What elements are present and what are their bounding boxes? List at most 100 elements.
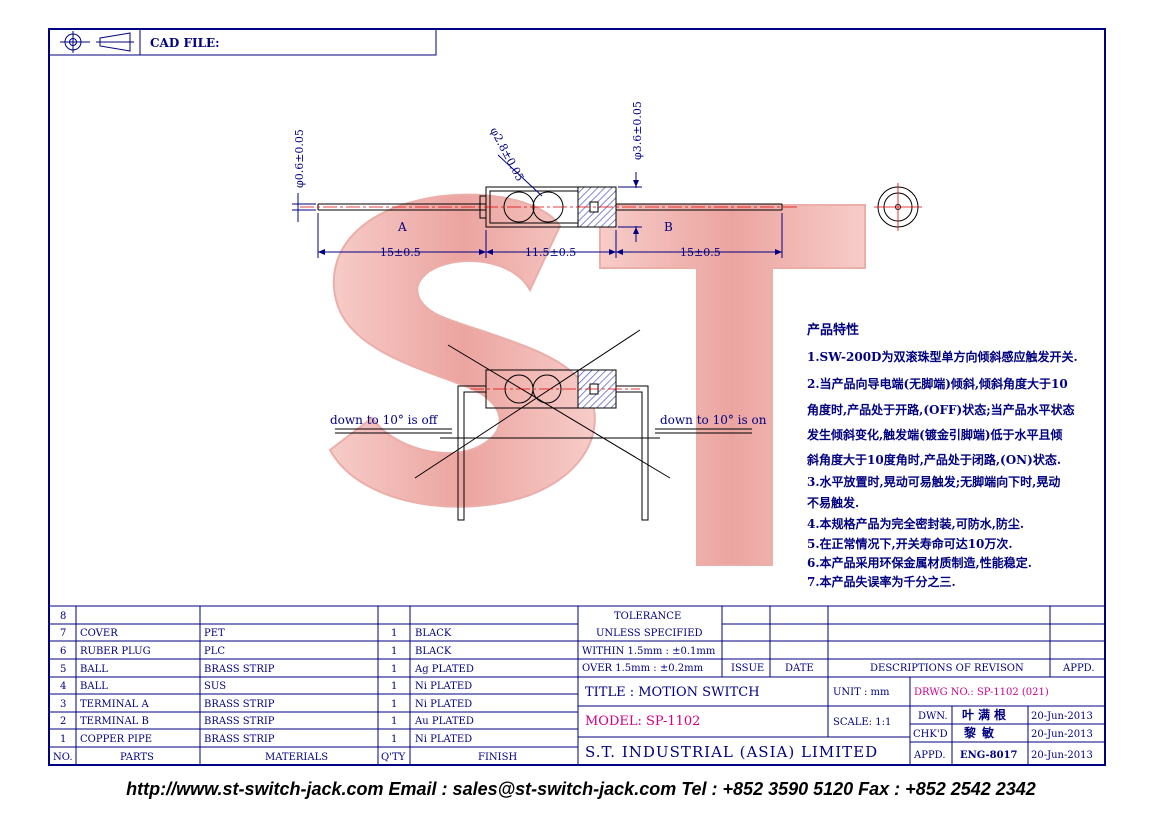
features-title: 产品特性 (807, 322, 859, 338)
dim-lead-b-length: 15±0.5 (680, 246, 721, 259)
dim-pin-diameter: φ0.6±0.05 (293, 129, 306, 188)
dimension-lines (292, 154, 783, 258)
bom-material: PLC (204, 646, 225, 657)
appd-date: 20-Jun-2013 (1031, 750, 1093, 761)
feature-line: 2.当产品向导电端(无脚端)倾斜,倾斜角度大于10 (807, 376, 1068, 391)
tolerance-revision-block: TOLERANCE UNLESS SPECIFIED WITHIN 1.5mm … (578, 606, 1105, 678)
bom-finish: Ni PLATED (415, 699, 472, 710)
bom-qty: 1 (391, 699, 397, 710)
dim-lead-a-length: 15±0.5 (380, 246, 421, 259)
dwn-label: DWN. (918, 711, 948, 722)
feature-line: 1.SW-200D为双滚珠型单方向倾斜感应触发开关. (807, 349, 1078, 364)
bom-no: 6 (60, 646, 66, 657)
feature-line: 4.本规格产品为完全密封装,可防水,防尘. (807, 516, 1024, 531)
st-watermark: ST (328, 193, 866, 566)
bom-qty: 1 (391, 664, 397, 675)
feature-line: 角度时,产品处于开路,(OFF)状态;当产品水平状态 (807, 402, 1075, 417)
bom-finish: Ni PLATED (415, 681, 472, 692)
feature-line: 6.本产品采用环保金属材质制造,性能稳定. (807, 555, 1032, 570)
tilt-on-label: down to 10° is on (660, 413, 767, 427)
bom-part: BALL (80, 681, 108, 692)
bom-part: RUBER PLUG (80, 646, 151, 657)
bom-header-no: NO. (53, 752, 73, 763)
drawing-number: DRWG NO.: SP-1102 (021) (914, 687, 1049, 698)
bom-finish: BLACK (415, 628, 452, 639)
end-b-label: B (664, 220, 673, 234)
dim-inner-diameter: φ2.8±0.05 (487, 125, 526, 183)
chkd-name: 黎敏 (964, 725, 1000, 740)
feature-line: 7.本产品失误率为千分之三. (807, 574, 956, 589)
bom-finish: Ag PLATED (414, 664, 474, 675)
bom-qty: 1 (391, 646, 397, 657)
tolerance-within: WITHIN 1.5mm : ±0.1mm (582, 646, 716, 657)
feature-line: 发生倾斜变化,触发端(镀金引脚端)低于水平且倾 (806, 427, 1063, 442)
cad-file-label: CAD FILE: (150, 36, 220, 50)
tolerance-subtitle: UNLESS SPECIFIED (596, 628, 703, 639)
scale-label: SCALE: 1:1 (833, 717, 891, 728)
bom-qty: 1 (391, 734, 397, 745)
chkd-label: CHK'D (913, 729, 948, 740)
contact-footer: http://www.st-switch-jack.com Email : sa… (126, 779, 1036, 799)
bom-material: BRASS STRIP (204, 699, 275, 710)
title-block: TITLE : MOTION SWITCH UNIT : mm DRWG NO.… (578, 677, 1105, 765)
projection-symbol-icon (60, 31, 134, 53)
bom-header-finish: FINISH (478, 752, 517, 763)
bom-finish: Ni PLATED (415, 734, 472, 745)
bom-material: BRASS STRIP (204, 716, 275, 727)
bom-no: 7 (60, 628, 66, 639)
bom-qty: 1 (391, 681, 397, 692)
bom-material: SUS (204, 681, 226, 692)
company-name: S.T. INDUSTRIAL (ASIA) LIMITED (585, 743, 878, 761)
header-box: CAD FILE: (48, 28, 437, 56)
chkd-date: 20-Jun-2013 (1031, 729, 1093, 740)
bom-header-parts: PARTS (120, 752, 154, 763)
feature-line: 3.水平放置时,晃动可易触发;无脚端向下时,晃动 (807, 474, 1060, 489)
unit-label: UNIT : mm (833, 687, 890, 698)
bom-material: BRASS STRIP (204, 734, 275, 745)
rev-descriptions-header: DESCRIPTIONS OF REVISON (870, 663, 1024, 674)
bom-no: 3 (60, 699, 66, 710)
feature-line: 斜角度大于10度角时,产品处于闭路,(ON)状态. (806, 452, 1061, 467)
rev-date-header: DATE (785, 663, 814, 674)
bom-part: TERMINAL A (80, 699, 149, 710)
bom-no: 2 (60, 716, 66, 727)
bom-finish: BLACK (415, 646, 452, 657)
dim-body-length: 11.5±0.5 (525, 246, 576, 259)
bom-no: 4 (60, 681, 66, 692)
bom-no: 5 (60, 664, 66, 675)
tilt-diagram: down to 10° is off down to 10° is on (330, 329, 767, 521)
bom-no: 1 (60, 734, 66, 745)
switch-end-view (874, 183, 922, 231)
bom-no: 8 (60, 611, 66, 622)
bom-header-qty: Q'TY (381, 752, 406, 763)
dwn-name: 叶满根 (962, 707, 1010, 722)
bom-qty: 1 (391, 716, 397, 727)
bom-finish: Au PLATED (414, 716, 474, 727)
bom-part: BALL (80, 664, 108, 675)
bom-material: PET (204, 628, 225, 639)
dim-outer-diameter: φ3.6±0.05 (631, 101, 644, 160)
tolerance-title: TOLERANCE (614, 611, 681, 622)
rev-issue-header: ISSUE (731, 663, 764, 674)
product-features: 产品特性 1.SW-200D为双滚珠型单方向倾斜感应触发开关. 2.当产品向导电… (806, 322, 1078, 589)
bom-material: BRASS STRIP (204, 664, 275, 675)
feature-line: 不易触发. (807, 495, 859, 510)
drawing-title: TITLE : MOTION SWITCH (585, 685, 760, 700)
tolerance-over: OVER 1.5mm : ±0.2mm (582, 663, 704, 674)
rev-appd-header: APPD. (1062, 663, 1095, 674)
feature-line: 5.在正常情况下,开关寿命可达10万次. (807, 536, 1013, 551)
dwn-date: 20-Jun-2013 (1031, 711, 1093, 722)
end-a-label: A (397, 220, 407, 234)
appd-name: ENG-8017 (960, 750, 1018, 761)
sheet-border (48, 28, 1106, 766)
bom-part: TERMINAL B (80, 716, 149, 727)
bom-header-materials: MATERIALS (265, 752, 328, 763)
appd-label: APPD. (913, 750, 946, 761)
model-label: MODEL: SP-1102 (585, 714, 700, 729)
bom-table: 8 7 COVER PET 1 BLACK 6 RUBER PLUG PLC 1… (49, 605, 1105, 765)
bom-qty: 1 (391, 628, 397, 639)
bom-part: COPPER PIPE (80, 734, 152, 745)
bom-part: COVER (80, 628, 118, 639)
tilt-off-label: down to 10° is off (330, 413, 439, 427)
